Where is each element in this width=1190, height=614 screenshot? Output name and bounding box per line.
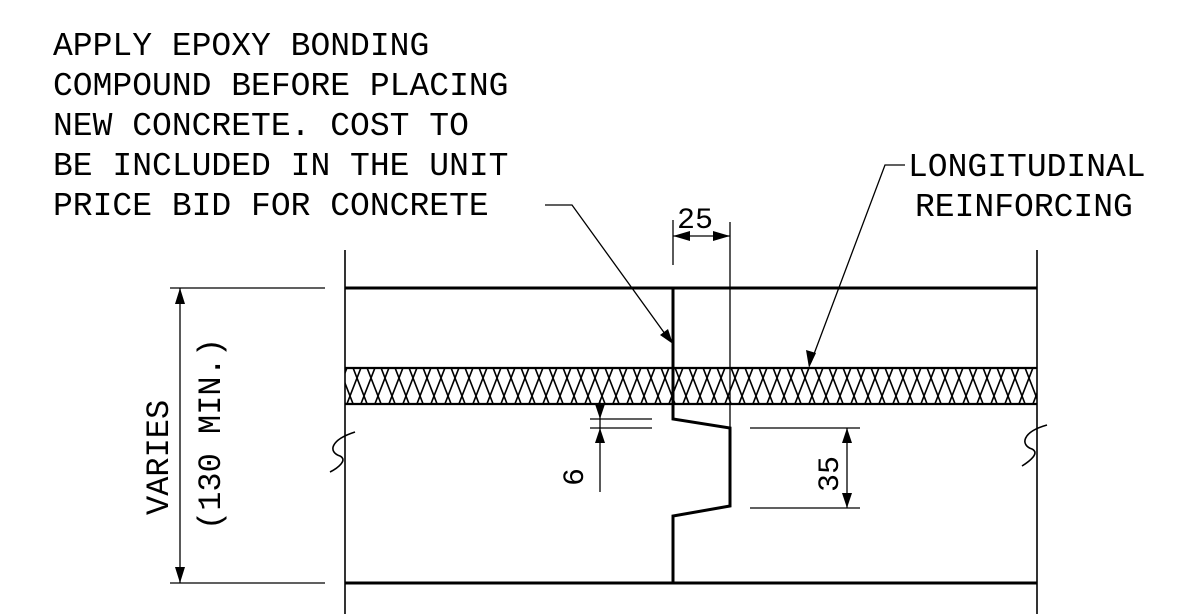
thickness-label-1: VARIES (141, 400, 178, 515)
dim-25-label: 25 (677, 204, 713, 238)
dim-6: 6 (559, 400, 652, 492)
dim-35-label: 35 (814, 456, 848, 492)
note-line-4: BE INCLUDED IN THE UNIT (53, 148, 508, 185)
note-line-1: APPLY EPOXY BONDING (53, 28, 429, 65)
note-line-2: COMPOUND BEFORE PLACING (53, 68, 508, 105)
epoxy-note: APPLY EPOXY BONDING COMPOUND BEFORE PLAC… (53, 28, 508, 225)
reinforcing-leader (806, 164, 905, 368)
epoxy-leader (545, 204, 673, 344)
dim-6-label: 6 (559, 468, 593, 486)
callout-line-2: REINFORCING (915, 189, 1133, 226)
left-break-mark (329, 431, 356, 473)
reinforcing-band (345, 366, 1037, 406)
reinforcing-callout: LONGITUDINAL REINFORCING (908, 149, 1146, 226)
thickness-label-2: (130 MIN.) (193, 338, 230, 530)
note-line-3: NEW CONCRETE. COST TO (53, 108, 469, 145)
right-break-mark (1021, 424, 1048, 467)
callout-line-1: LONGITUDINAL (908, 149, 1146, 186)
note-line-5: PRICE BID FOR CONCRETE (53, 188, 489, 225)
slab-outline (170, 250, 1038, 614)
construction-joint (671, 288, 732, 583)
dim-25: 25 (672, 204, 730, 265)
dim-slab-thickness: VARIES (130 MIN.) (141, 288, 230, 583)
dim-35: 35 (750, 427, 860, 509)
